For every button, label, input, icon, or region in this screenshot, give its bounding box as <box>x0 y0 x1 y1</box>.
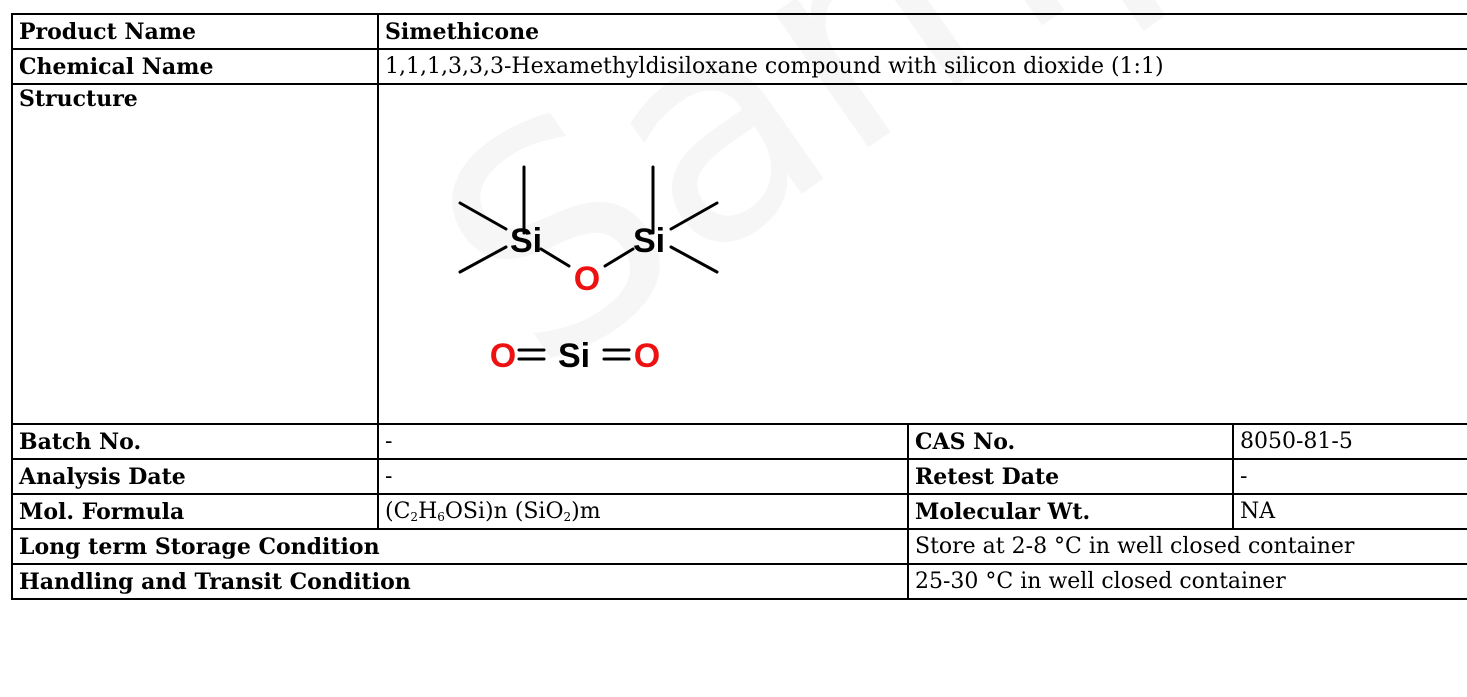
handling-condition-label: Handling and Transit Condition <box>11 563 909 600</box>
cas-no-label: CAS No. <box>907 423 1234 460</box>
retest-date-label: Retest Date <box>907 458 1234 495</box>
atom-si-center: Si <box>558 337 590 375</box>
table-row: Mol. Formula (C2H6OSi)n (SiO2)m Molecula… <box>11 493 1467 530</box>
molecular-wt-value: NA <box>1231 493 1467 530</box>
chemical-name-value: 1,1,1,3,3,3-Hexamethyldisiloxane compoun… <box>376 48 1467 85</box>
atom-o-left: O <box>490 337 516 375</box>
analysis-date-label: Analysis Date <box>11 458 379 495</box>
bond-o-si <box>603 247 635 268</box>
storage-condition-value: Store at 2-8 °C in well closed container <box>906 528 1467 565</box>
product-info-table: Product Name Simethicone Chemical Name 1… <box>11 13 1467 600</box>
mol-formula-label: Mol. Formula <box>11 493 379 530</box>
structure-label: Structure <box>11 83 379 425</box>
product-name-label: Product Name <box>11 13 379 50</box>
atom-o-bridge: O <box>574 260 600 298</box>
bond-methyl <box>669 201 719 231</box>
chemical-name-label: Chemical Name <box>11 48 379 85</box>
table-row: Batch No. - CAS No. 8050-81-5 <box>11 423 1467 460</box>
structure-diagram: Si O Si O Si O <box>458 165 719 375</box>
retest-date-value: - <box>1231 458 1467 495</box>
table-row: Handling and Transit Condition 25-30 °C … <box>11 563 1467 600</box>
mol-formula-value: (C2H6OSi)n (SiO2)m <box>377 493 909 530</box>
table-row: Analysis Date - Retest Date - <box>11 458 1467 495</box>
table-row: Product Name Simethicone <box>11 13 1467 50</box>
analysis-date-value: - <box>377 458 909 495</box>
handling-condition-value: 25-30 °C in well closed container <box>906 563 1467 600</box>
atom-si-right: Si <box>633 222 665 260</box>
table-row: Chemical Name 1,1,1,3,3,3-Hexamethyldisi… <box>11 48 1467 85</box>
cas-no-value: 8050-81-5 <box>1231 423 1467 460</box>
batch-no-value: - <box>377 423 909 460</box>
bond-methyl <box>458 201 508 231</box>
bond-methyl <box>458 245 508 274</box>
molecular-wt-label: Molecular Wt. <box>907 493 1234 530</box>
atom-o-right: O <box>634 337 660 375</box>
bond-si-o <box>539 247 571 268</box>
table-row: Long term Storage Condition Store at 2-8… <box>11 528 1467 565</box>
batch-no-label: Batch No. <box>11 423 379 460</box>
bond-methyl <box>669 245 719 274</box>
product-name-value: Simethicone <box>376 13 1467 50</box>
structure-cell: Si O Si O Si O <box>376 83 1467 425</box>
table-row: Structure <box>11 83 1467 425</box>
atom-si-left: Si <box>510 222 542 260</box>
storage-condition-label: Long term Storage Condition <box>11 528 909 565</box>
